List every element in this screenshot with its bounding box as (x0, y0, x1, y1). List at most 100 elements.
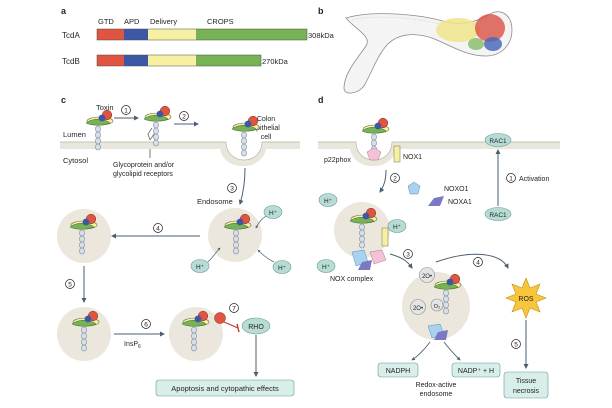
colon-cell-label-line2: epithelial (252, 125, 280, 132)
svg-text:RAC1: RAC1 (489, 212, 507, 219)
nadp-box (451, 362, 501, 378)
inhibition-bar (236, 323, 240, 333)
cytosolic-subunit-icon (407, 181, 421, 195)
nox1-label: NOX1 (403, 154, 422, 161)
tcdb-outline (96, 54, 262, 67)
tcdb-gtd-bar (97, 55, 124, 66)
activation-label: Activation (519, 176, 549, 183)
svg-text:2: 2 (182, 114, 186, 121)
panel-a: a GTD APD Delivery CROPS TcdA 308kDa Tcd… (61, 6, 335, 67)
tcda-crops-bar (196, 29, 307, 40)
nox-complex-label: NOX complex (330, 276, 374, 283)
step-2-badge (179, 111, 189, 121)
panel-b: b (318, 6, 513, 94)
svg-text:7: 7 (232, 306, 236, 313)
noxa1-label: NOXA1 (448, 199, 472, 206)
ros-label: ROS (518, 296, 534, 303)
tcda-outline (96, 28, 308, 41)
p22phox-label: p22phox (324, 157, 351, 164)
proton-ion-1 (263, 205, 283, 219)
outcome-box (155, 379, 295, 397)
svg-text:2O•: 2O• (413, 306, 423, 312)
step-d2-badge (390, 173, 400, 183)
rho-label: RHO (248, 324, 264, 331)
svg-text:RAC1: RAC1 (489, 138, 507, 145)
noxo1-label: NOXO1 (444, 186, 469, 193)
redox-label-line1: Redox-active (416, 382, 457, 389)
internalizing-toxin-icon (231, 115, 260, 157)
toxin-name-tcda: TcdA (62, 31, 80, 40)
svg-text:H⁺: H⁺ (278, 265, 287, 272)
toxin-size-tcda: 308kDa (308, 31, 335, 40)
cytosol-label: Cytosol (63, 156, 88, 165)
receptors-label-line2: glycolipid receptors (113, 171, 173, 178)
nox1-icon (393, 145, 401, 163)
svg-text:4: 4 (476, 260, 480, 267)
step-d4-badge (473, 257, 483, 267)
nadph-label: NADPH (386, 368, 411, 375)
receptor-bound-toxin-icon (143, 105, 172, 147)
redox-label-line2: endosome (420, 391, 453, 398)
svg-text:H⁺: H⁺ (196, 264, 205, 271)
svg-text:H⁺: H⁺ (324, 198, 333, 205)
proton-ion-3 (272, 260, 292, 274)
acidified-endosome (57, 209, 111, 263)
tcdb-delivery-bar (148, 55, 196, 66)
step-3-arrow (238, 167, 246, 205)
tcda-delivery-bar (148, 29, 196, 40)
svg-text:O₂: O₂ (434, 304, 440, 310)
svg-text:5: 5 (68, 282, 72, 289)
svg-text:5: 5 (514, 342, 518, 349)
domain-label-gtd: GTD (98, 17, 114, 26)
ros-burst-icon (505, 277, 547, 319)
domain-label-apd: APD (124, 17, 140, 26)
delivery-density-yellow (436, 18, 480, 42)
step-5-badge (65, 279, 75, 289)
outcome-label: Apoptosis and cytopathic effects (171, 384, 279, 393)
nadp-label: NADP⁺ + H (458, 368, 494, 375)
svg-text:3: 3 (406, 252, 410, 259)
tcda-gtd-bar (97, 29, 124, 40)
lumen-label: Lumen (63, 130, 86, 139)
svg-text:2O•: 2O• (422, 274, 432, 280)
step-4-badge (153, 223, 163, 233)
endosome-label: Endosome (197, 197, 233, 206)
svg-text:2: 2 (393, 176, 397, 183)
tcda-apd-bar (124, 29, 148, 40)
receptors-label-line1: Glycoprotein and/or (113, 162, 175, 169)
step-d2-arrow (379, 169, 387, 193)
insp6-label: InsP6 (124, 341, 141, 350)
svg-text:H⁺: H⁺ (393, 224, 402, 231)
panel-label-c: c (61, 95, 66, 105)
svg-text:1: 1 (124, 108, 128, 115)
domain-label-delivery: Delivery (150, 17, 177, 26)
svg-text:H⁺: H⁺ (269, 210, 278, 217)
domain-label-crops: CROPS (207, 17, 234, 26)
step-1-badge (121, 105, 131, 115)
superoxide-inner-icon (410, 299, 426, 315)
step-6-badge (141, 319, 151, 329)
svg-text:6: 6 (144, 322, 148, 329)
svg-text:3: 3 (230, 186, 234, 193)
tcdb-apd-bar (124, 55, 148, 66)
p22phox-icon (366, 147, 382, 161)
proton-d-3 (316, 259, 336, 273)
released-gtd-icon (214, 312, 226, 324)
step-7-badge (229, 303, 239, 313)
tcdb-crops-bar (196, 55, 261, 66)
proton-d-2 (387, 219, 407, 233)
apd-density-blue (484, 37, 502, 51)
necrosis-label-line1: Tissue (516, 378, 536, 385)
plasma-membrane (60, 142, 300, 167)
panel-label-a: a (61, 6, 67, 16)
svg-text:H⁺: H⁺ (322, 264, 331, 271)
necrosis-label-line2: necrosis (513, 388, 540, 395)
inhibition-line (223, 321, 239, 329)
rac1-active-icon (484, 133, 512, 147)
svg-text:4: 4 (156, 226, 160, 233)
step-d3-badge (403, 249, 413, 259)
glycan-receptor-icon (147, 127, 155, 141)
step-3-badge (227, 183, 237, 193)
step-d1-badge (506, 173, 516, 183)
